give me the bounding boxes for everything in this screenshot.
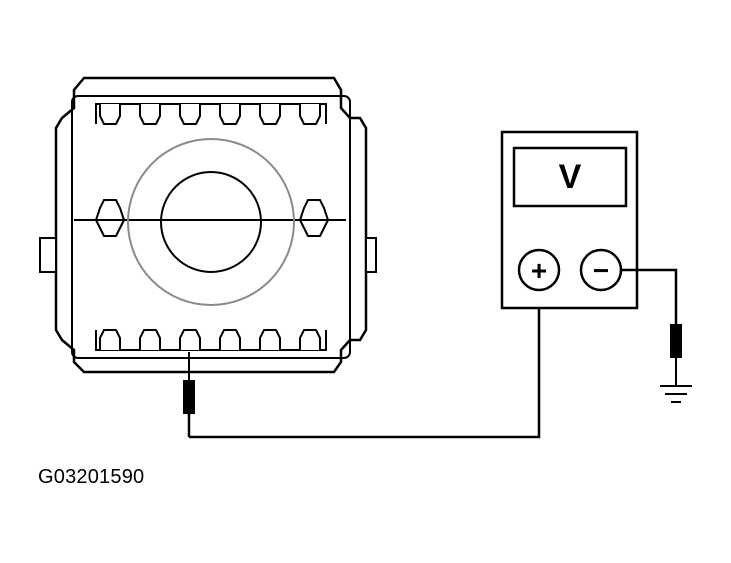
top-terminal-row: [99, 104, 321, 125]
terminal: [259, 104, 281, 125]
figure-id: G03201590: [38, 466, 145, 488]
ground-lead: [621, 268, 692, 403]
connector-bottom-rail: [95, 330, 327, 351]
probe-handle: [183, 380, 195, 414]
terminal-probed: [179, 329, 201, 350]
connector-housing-inner: [71, 95, 351, 359]
middle-left-terminal: [95, 199, 125, 221]
terminal: [219, 104, 241, 125]
seal-outer-ring: [127, 138, 295, 306]
terminal: [219, 329, 241, 350]
voltmeter-display: [512, 146, 628, 208]
test-wire-to-positive: [189, 288, 541, 439]
seal-inner-ring: [160, 171, 262, 273]
terminal: [179, 104, 201, 125]
terminal: [139, 329, 161, 350]
terminal: [259, 329, 281, 350]
connector-left-tab: [39, 237, 57, 273]
terminal: [99, 329, 121, 350]
bottom-terminal-row: [99, 329, 321, 350]
connector-housing-outer: [54, 76, 368, 374]
terminal: [299, 104, 321, 125]
ground-symbol-icon: [660, 385, 692, 403]
middle-right-terminal-lower: [299, 219, 329, 237]
positive-terminal: [517, 248, 561, 292]
negative-terminal-symbol: −: [593, 255, 609, 286]
terminal: [99, 104, 121, 125]
negative-wire: [621, 268, 678, 324]
terminal: [139, 104, 161, 125]
connector-top-rail: [95, 103, 327, 124]
terminal: [299, 329, 321, 350]
ground-probe-handle: [670, 324, 682, 358]
probe-lead: [183, 288, 541, 439]
positive-terminal-symbol: +: [531, 255, 547, 286]
voltmeter-display-symbol: V: [559, 158, 582, 196]
voltmeter: V + −: [500, 130, 639, 310]
middle-left-terminal-lower: [95, 219, 125, 237]
middle-right-terminal: [299, 199, 329, 221]
connector: [39, 76, 377, 374]
connector-right-tab: [365, 237, 377, 273]
